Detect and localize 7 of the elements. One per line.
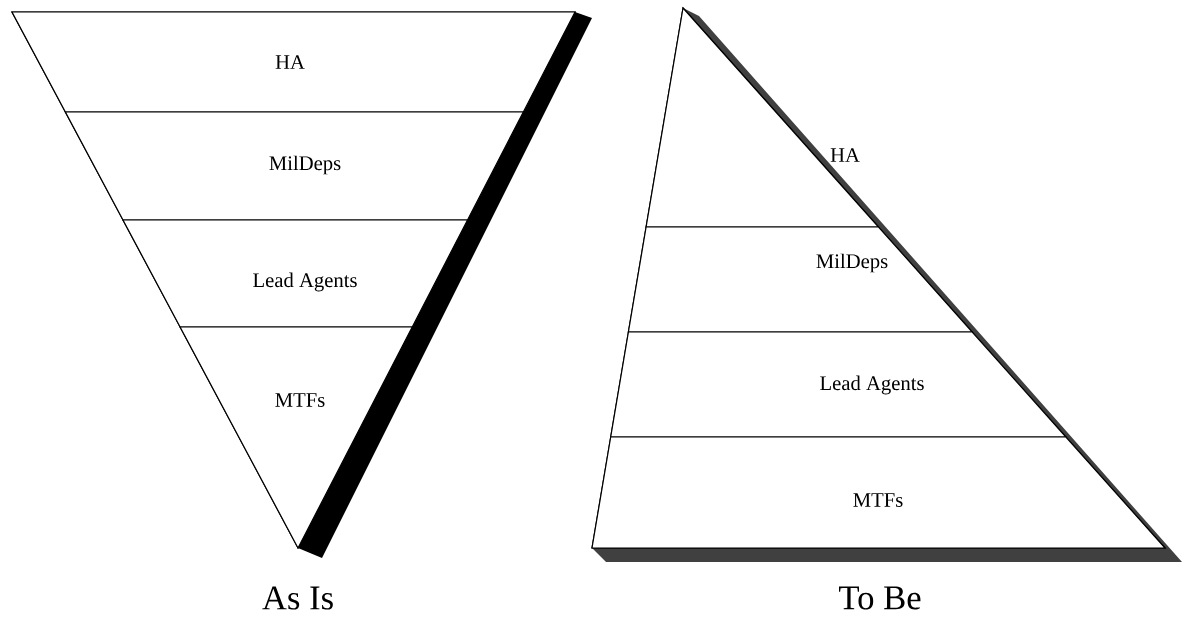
pyramid-band: HA (11, 11, 576, 113)
node-label: As Is (262, 586, 333, 610)
pyramid-band: Lead Agents (610, 331, 1068, 438)
pyramid-band: MilDeps (627, 226, 974, 333)
pyramid-band: MilDeps (64, 111, 525, 221)
node-label: To Be (839, 586, 921, 610)
pyramid-band: Lead Agents (122, 219, 469, 328)
